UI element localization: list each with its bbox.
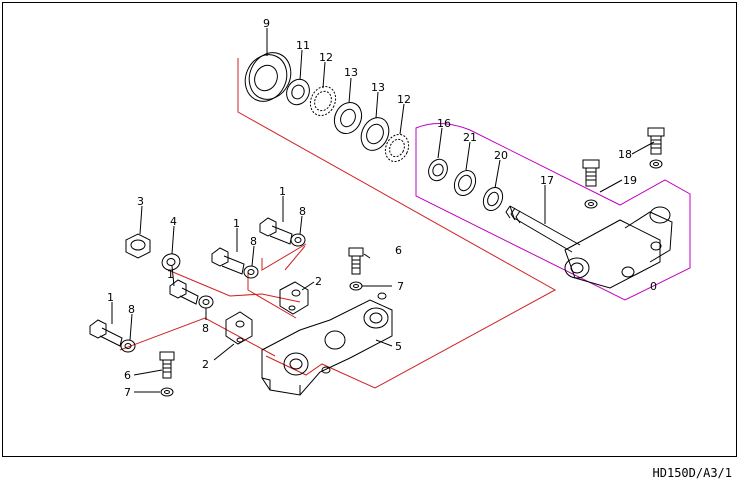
callout-6: 6	[395, 244, 402, 257]
callout-2: 2	[202, 358, 209, 371]
callout-8: 8	[250, 235, 257, 248]
bearing-cage-12-upper	[309, 85, 337, 117]
callout-17: 17	[540, 174, 554, 187]
race-13-lower	[360, 117, 390, 151]
washer-7-right	[349, 281, 363, 291]
washer-20	[482, 186, 504, 212]
callout-13: 13	[344, 66, 358, 79]
callout-1: 1	[233, 217, 240, 230]
callout-0: 0	[650, 280, 657, 293]
callout-13: 13	[371, 81, 385, 94]
callout-9: 9	[263, 17, 270, 30]
callout-12: 12	[397, 93, 411, 106]
bearing-group-outline	[237, 58, 557, 389]
washer-8-low	[198, 295, 214, 309]
shaft-group-outline	[415, 123, 691, 301]
callout-8: 8	[128, 303, 135, 316]
washer-11	[286, 78, 310, 106]
callout-16: 16	[437, 117, 451, 130]
ring-21	[453, 169, 477, 197]
drawing-frame	[2, 2, 737, 457]
callout-4: 4	[170, 215, 177, 228]
washer-8-left	[120, 339, 136, 353]
callout-12: 12	[319, 51, 333, 64]
bracket-5	[261, 292, 393, 396]
washer-4	[161, 253, 181, 271]
callout-21: 21	[463, 131, 477, 144]
callout-11: 11	[296, 39, 310, 52]
callout-8: 8	[299, 205, 306, 218]
washer-19-left	[584, 199, 598, 209]
bolt-6-right	[348, 247, 364, 275]
washer-7-left	[160, 387, 174, 397]
washer-8-top	[290, 233, 306, 247]
callout-5: 5	[395, 340, 402, 353]
bearing-9	[244, 52, 292, 102]
callout-1: 1	[167, 268, 174, 281]
nut-3	[125, 233, 151, 259]
callout-7: 7	[397, 280, 404, 293]
bolt-1-left	[89, 319, 123, 347]
callout-1: 1	[107, 291, 114, 304]
callout-19: 19	[623, 174, 637, 187]
callout-2: 2	[315, 275, 322, 288]
bolt-1-mid	[211, 247, 245, 275]
callout-18: 18	[618, 148, 632, 161]
callout-7: 7	[124, 386, 131, 399]
callout-6: 6	[124, 369, 131, 382]
leader-lines	[111, 28, 655, 393]
drawing-code: HD150D/A3/1	[652, 466, 732, 480]
callout-8: 8	[202, 322, 209, 335]
clamp-2-lower	[225, 311, 253, 345]
bearing-cage-12-lower	[384, 133, 410, 163]
bolt-18-left	[582, 159, 600, 187]
callout-3: 3	[137, 195, 144, 208]
race-13-upper	[333, 101, 363, 135]
bracket-group-outline	[119, 243, 307, 357]
callout-1: 1	[279, 185, 286, 198]
bolt-6-left	[159, 351, 175, 379]
callout-20: 20	[494, 149, 508, 162]
bolt-1-top	[259, 217, 293, 245]
clamp-2-upper	[279, 281, 309, 315]
bolt-1-low	[169, 279, 199, 305]
washer-19-right	[649, 159, 663, 169]
shaft-arm-17	[505, 205, 673, 289]
bolt-18-right	[647, 127, 665, 155]
seal-16	[428, 158, 448, 182]
washer-8-mid	[243, 265, 259, 279]
